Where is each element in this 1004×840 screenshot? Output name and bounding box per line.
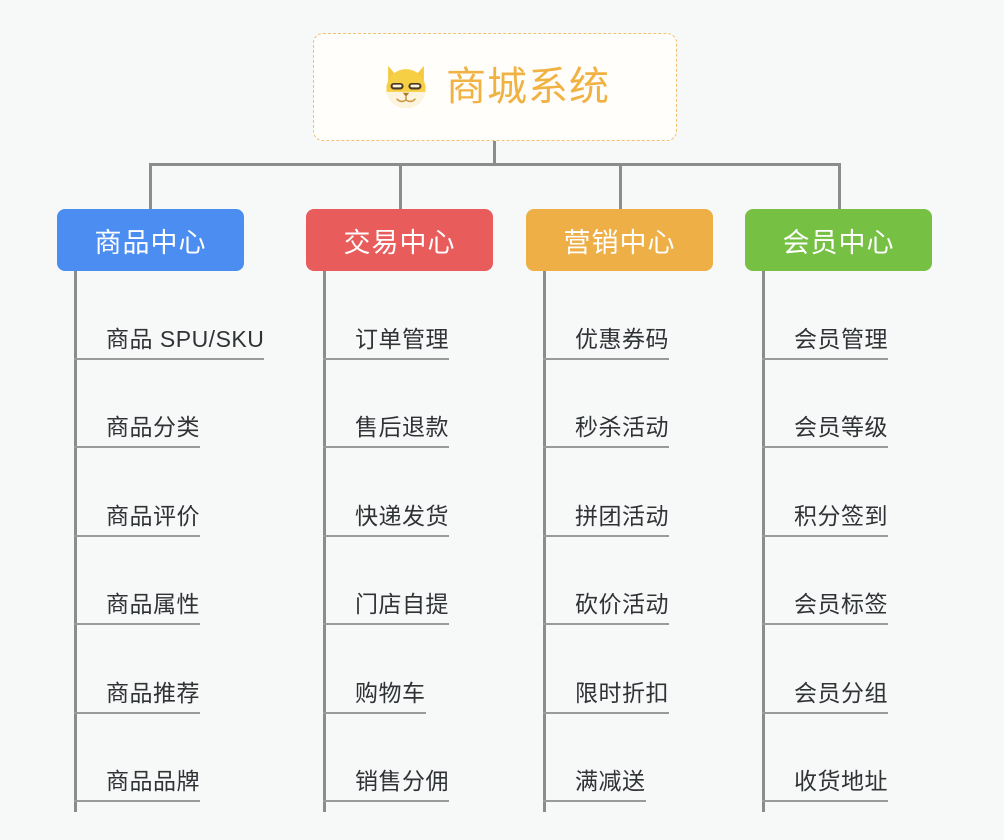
leaf-item[interactable]: 优惠券码 [543,271,783,360]
leaf-list-4: 会员管理 会员等级 积分签到 会员标签 会员分组 收货地址 [762,271,1002,802]
branch-spine-3 [543,271,546,812]
leaf-item[interactable]: 秒杀活动 [543,360,783,448]
leaf-item[interactable]: 商品属性 [74,537,314,625]
leaf-label: 满减送 [575,768,646,794]
root-node[interactable]: 商城系统 [313,33,677,141]
leaf-label: 积分签到 [794,502,888,529]
connector-drop-2 [399,163,402,209]
branch-spine-1 [74,271,77,812]
leaf-item[interactable]: 会员等级 [762,360,1002,448]
leaf-item[interactable]: 会员标签 [762,537,1002,625]
leaf-item[interactable]: 商品推荐 [74,625,314,714]
category-box-3[interactable]: 营销中心 [526,209,713,271]
leaf-label: 砍价活动 [575,591,669,617]
leaf-item[interactable]: 门店自提 [323,537,563,625]
leaf-item[interactable]: 会员分组 [762,625,1002,714]
branch-spine-4 [762,271,765,812]
leaf-item[interactable]: 售后退款 [323,360,563,448]
leaf-label: 销售分佣 [355,768,449,794]
shiba-dog-face-icon [386,65,426,109]
leaf-label: 拼团活动 [575,502,669,529]
leaf-item[interactable]: 快递发货 [323,448,563,537]
category-title-1: 商品中心 [94,227,207,258]
leaf-item[interactable]: 收货地址 [762,714,1002,802]
leaf-label: 门店自提 [355,591,449,617]
connector-drop-4 [838,163,841,209]
category-box-4[interactable]: 会员中心 [745,209,932,271]
leaf-item[interactable]: 积分签到 [762,448,1002,537]
connector-drop-3 [619,163,622,209]
leaf-item[interactable]: 销售分佣 [323,714,563,802]
category-title-3: 营销中心 [563,227,676,258]
leaf-label: 会员分组 [794,679,888,706]
leaf-item[interactable]: 商品分类 [74,360,314,448]
leaf-label: 优惠券码 [575,325,669,352]
category-box-1[interactable]: 商品中心 [57,209,244,271]
leaf-list-3: 优惠券码 秒杀活动 拼团活动 砍价活动 限时折扣 满减送 [543,271,783,802]
leaf-item[interactable]: 商品 SPU/SKU [74,271,314,360]
leaf-list-1: 商品 SPU/SKU 商品分类 商品评价 商品属性 商品推荐 商品品牌 [74,271,314,802]
leaf-label: 会员标签 [794,591,888,617]
connector-horizontal-bus [150,163,841,166]
leaf-item[interactable]: 拼团活动 [543,448,783,537]
leaf-label: 商品品牌 [106,768,200,794]
leaf-label: 收货地址 [794,768,888,794]
leaf-label: 商品 SPU/SKU [106,325,265,352]
leaf-item[interactable]: 会员管理 [762,271,1002,360]
root-title: 商城系统 [446,65,610,109]
leaf-label: 购物车 [355,679,426,706]
leaf-label: 会员管理 [794,325,888,352]
leaf-label: 快递发货 [355,502,449,529]
leaf-label: 售后退款 [355,414,449,440]
leaf-item[interactable]: 限时折扣 [543,625,783,714]
leaf-item[interactable]: 购物车 [323,625,563,714]
category-title-4: 会员中心 [782,227,895,258]
leaf-label: 订单管理 [355,325,449,352]
leaf-item[interactable]: 满减送 [543,714,783,802]
leaf-label: 商品推荐 [106,679,200,706]
category-title-2: 交易中心 [343,227,456,258]
leaf-item[interactable]: 砍价活动 [543,537,783,625]
leaf-label: 会员等级 [794,414,888,440]
branch-spine-2 [323,271,326,812]
leaf-label: 限时折扣 [575,679,669,706]
leaf-item[interactable]: 商品评价 [74,448,314,537]
leaf-label: 商品分类 [106,414,200,440]
connector-drop-1 [149,163,152,209]
leaf-label: 秒杀活动 [575,414,669,440]
leaf-label: 商品评价 [106,502,200,529]
connector-root-stem [493,141,496,164]
leaf-item[interactable]: 商品品牌 [74,714,314,802]
leaf-list-2: 订单管理 售后退款 快递发货 门店自提 购物车 销售分佣 [323,271,563,802]
leaf-label: 商品属性 [106,591,200,617]
leaf-item[interactable]: 订单管理 [323,271,563,360]
category-box-2[interactable]: 交易中心 [306,209,493,271]
